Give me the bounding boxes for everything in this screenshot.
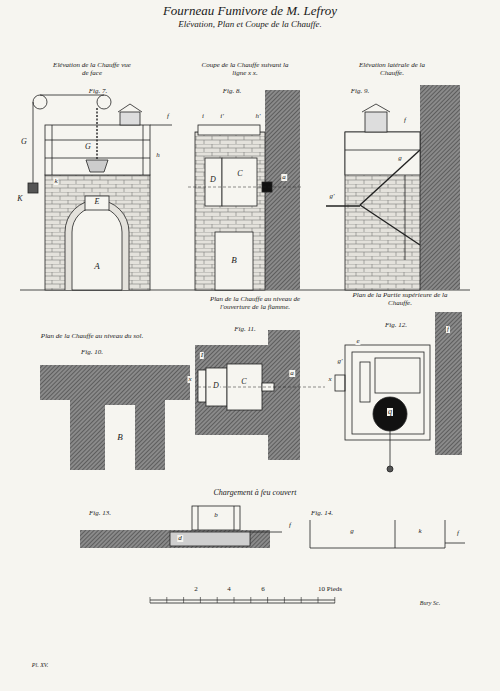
figure-number: Fig. 7. bbox=[89, 88, 107, 96]
scale-tick bbox=[234, 597, 235, 603]
part-letter: E bbox=[94, 198, 101, 206]
figure-number: Fig. 13. bbox=[89, 510, 111, 518]
part-letter: f bbox=[446, 326, 450, 333]
part-letter: G bbox=[20, 138, 28, 146]
figure-number: Fig. 12. bbox=[385, 322, 407, 330]
part-letter: A bbox=[93, 262, 101, 271]
figure-number: Fig. 14. bbox=[311, 510, 333, 518]
top-plan bbox=[335, 312, 462, 472]
part-letter: a bbox=[281, 174, 287, 181]
part-letter: K bbox=[16, 195, 23, 203]
part-letter: f bbox=[456, 530, 460, 537]
scale-number: 6 bbox=[261, 586, 265, 594]
scale-tick bbox=[284, 597, 285, 603]
scale-tick bbox=[301, 597, 302, 603]
scale-bar bbox=[150, 597, 335, 603]
scale-number: 2 bbox=[194, 586, 198, 594]
part-letter: k bbox=[53, 178, 58, 185]
scale-tick bbox=[183, 597, 184, 603]
part-letter: g' bbox=[329, 193, 336, 200]
part-letter: b bbox=[213, 512, 219, 519]
part-letter: x bbox=[327, 376, 332, 383]
caption: Elévation latérale de la Chauffe. bbox=[351, 62, 433, 77]
scale-tick bbox=[200, 597, 201, 603]
part-letter: h bbox=[155, 152, 161, 159]
side-elevation bbox=[326, 85, 460, 290]
part-letter: D bbox=[212, 382, 220, 390]
part-letter: C bbox=[240, 378, 247, 386]
caption: Plan de la Partie supérieure de la Chauf… bbox=[350, 292, 450, 307]
figure-number: Fig. 8. bbox=[223, 88, 241, 96]
section-view bbox=[188, 90, 302, 290]
figure-number: Fig. 9. bbox=[351, 88, 369, 96]
caption: Bury Sc. bbox=[420, 600, 440, 607]
scale-tick bbox=[217, 597, 218, 603]
part-letter: f bbox=[403, 117, 407, 124]
caption: Elévation de la Chauffe vue de face bbox=[51, 62, 133, 77]
part-letter: g' bbox=[337, 358, 344, 365]
scale-tick bbox=[318, 597, 319, 603]
scale-tick bbox=[334, 597, 335, 603]
ground-plan bbox=[40, 365, 190, 470]
caption: Elévation, Plan et Coupe de la Chauffe. bbox=[120, 20, 380, 30]
part-letter: i' bbox=[219, 113, 224, 120]
flame-level-plan bbox=[195, 330, 325, 460]
scale-number: 4 bbox=[227, 586, 231, 594]
part-letter: D bbox=[209, 176, 217, 184]
scale-number: 10 Pieds bbox=[318, 586, 342, 594]
part-letter: q bbox=[387, 408, 393, 416]
covered-charging bbox=[80, 506, 282, 548]
caption: Pl. XV. bbox=[32, 662, 48, 669]
part-letter: G bbox=[84, 143, 92, 151]
plate-title: Fourneau Fumivore de M. Lefroy bbox=[100, 4, 400, 18]
scale-tick bbox=[166, 597, 167, 603]
part-letter: B bbox=[230, 256, 238, 265]
caption: Plan de la Chauffe au niveau de l'ouvert… bbox=[200, 296, 310, 311]
part-letter: x bbox=[187, 376, 192, 383]
part-letter: g bbox=[349, 528, 355, 535]
figure-number: Fig. 11. bbox=[234, 326, 255, 334]
part-letter: e bbox=[355, 338, 360, 345]
part-letter: g bbox=[397, 155, 403, 162]
part-letter: I bbox=[200, 352, 204, 359]
front-elevation bbox=[28, 95, 172, 290]
part-letter: d bbox=[177, 535, 183, 542]
caption: Chargement à feu couvert bbox=[213, 489, 296, 498]
part-letter: k bbox=[417, 528, 422, 535]
scale-tick bbox=[250, 597, 251, 603]
charging-detail bbox=[310, 520, 465, 548]
caption: Coupe de la Chauffe suivant la ligne x x… bbox=[199, 62, 291, 77]
part-letter: f bbox=[288, 522, 292, 529]
part-letter: B bbox=[116, 433, 124, 442]
part-letter: a bbox=[289, 370, 295, 377]
part-letter: C bbox=[236, 170, 243, 178]
figure-number: Fig. 10. bbox=[81, 349, 103, 357]
part-letter: h' bbox=[255, 113, 262, 120]
scale-tick bbox=[150, 597, 151, 603]
part-letter: i bbox=[201, 113, 205, 120]
scale-tick bbox=[267, 597, 268, 603]
part-letter: f bbox=[166, 113, 170, 120]
caption: Plan de la Chauffe au niveau du sol. bbox=[17, 333, 167, 341]
